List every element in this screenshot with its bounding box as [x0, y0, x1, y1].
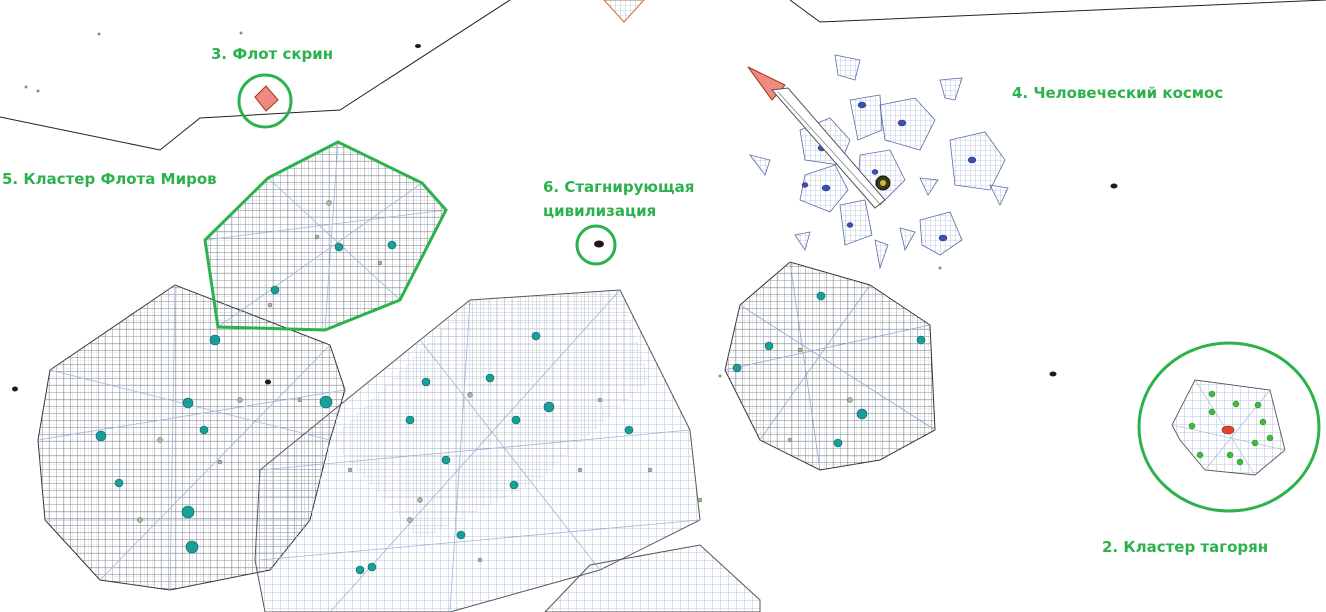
minor-stars	[137, 200, 853, 563]
bottom-partial-cluster	[544, 544, 761, 612]
tagorian-stars	[1188, 390, 1274, 466]
stagnant-civilization-label-line1: 6. Стагнирующая	[543, 178, 695, 196]
worldship-cluster-outline[interactable]	[203, 140, 448, 332]
scrin-fleet-ring	[237, 73, 293, 129]
tagorian-cluster-ring[interactable]	[1137, 341, 1321, 513]
stagnant-civilization-marker[interactable]	[575, 224, 617, 266]
territory-boundaries	[0, 0, 1326, 151]
top-partial-cluster	[603, 0, 645, 23]
star-icon	[594, 240, 604, 248]
scrin-fleet-label: 3. Флот скрин	[211, 45, 334, 63]
crystal-ship-icon	[254, 85, 279, 112]
stagnant-civilization-label-line2: цивилизация	[543, 202, 657, 220]
rogue-stars	[12, 44, 1118, 392]
human-space-label: 4. Человеческий космос	[1012, 84, 1224, 102]
tiny-green-dots	[24, 31, 942, 378]
scrin-fleet-marker[interactable]	[237, 73, 293, 129]
teal-stars	[95, 240, 926, 575]
stagnant-civilization-ring	[575, 224, 617, 266]
worldship-cluster	[203, 140, 448, 332]
needle-ship-icon	[747, 66, 891, 209]
worldship-cluster-label: 5. Кластер Флота Миров	[2, 170, 217, 188]
tagorian-cluster-label: 2. Кластер тагорян	[1102, 538, 1269, 556]
tagorian-capital-star	[1221, 425, 1235, 435]
right-middle-cluster	[724, 261, 936, 471]
central-star-cluster	[254, 289, 701, 612]
